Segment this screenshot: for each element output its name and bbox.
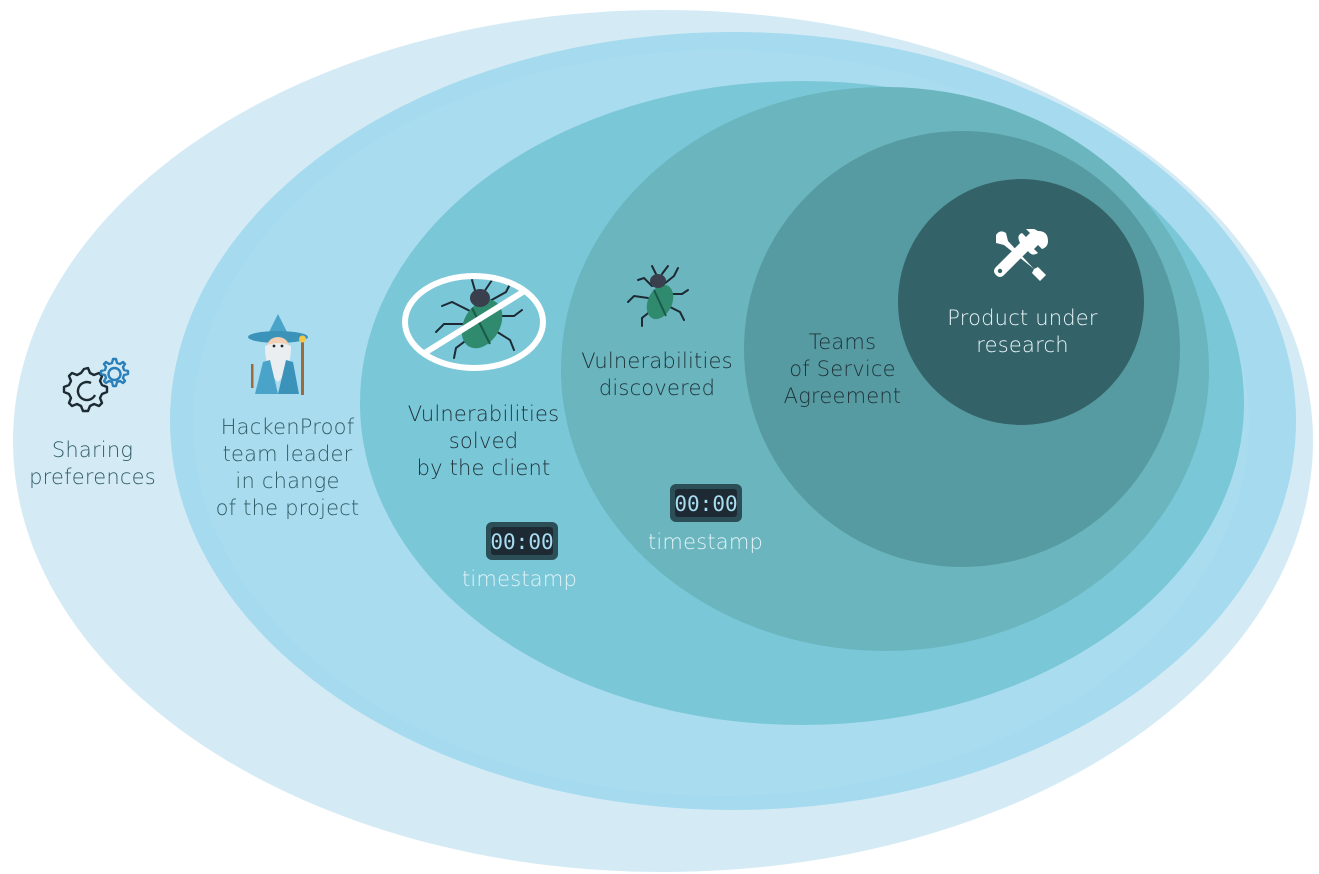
wizard-icon [248, 314, 308, 395]
timer-discovered-display: 00:00 [674, 492, 737, 516]
timer-solved: 00:00 [486, 522, 558, 560]
bug-icon [627, 265, 689, 327]
wrench-screwdriver-icon [994, 229, 1048, 281]
label-team-leader: HackenProof team leader in change of the… [215, 415, 360, 520]
label-vulnerabilities-discovered: Vulnerabilities discovered [581, 349, 733, 400]
label-product: Product under research [947, 306, 1098, 357]
label-teams-sla: Teams of Service Agreement [783, 330, 902, 408]
bug-crossed-icon [402, 273, 546, 371]
timer-discovered-caption: timestamp [647, 530, 764, 554]
ring-product-core [898, 179, 1144, 425]
timer-discovered: 00:00 [670, 484, 742, 522]
label-vulnerabilities-solved: Vulnerabilities solved by the client [407, 402, 560, 480]
timer-solved-display: 00:00 [490, 530, 553, 554]
timer-solved-caption: timestamp [461, 567, 578, 591]
gears-icon [62, 357, 130, 413]
label-sharing-preferences: Sharing preferences [29, 438, 156, 489]
